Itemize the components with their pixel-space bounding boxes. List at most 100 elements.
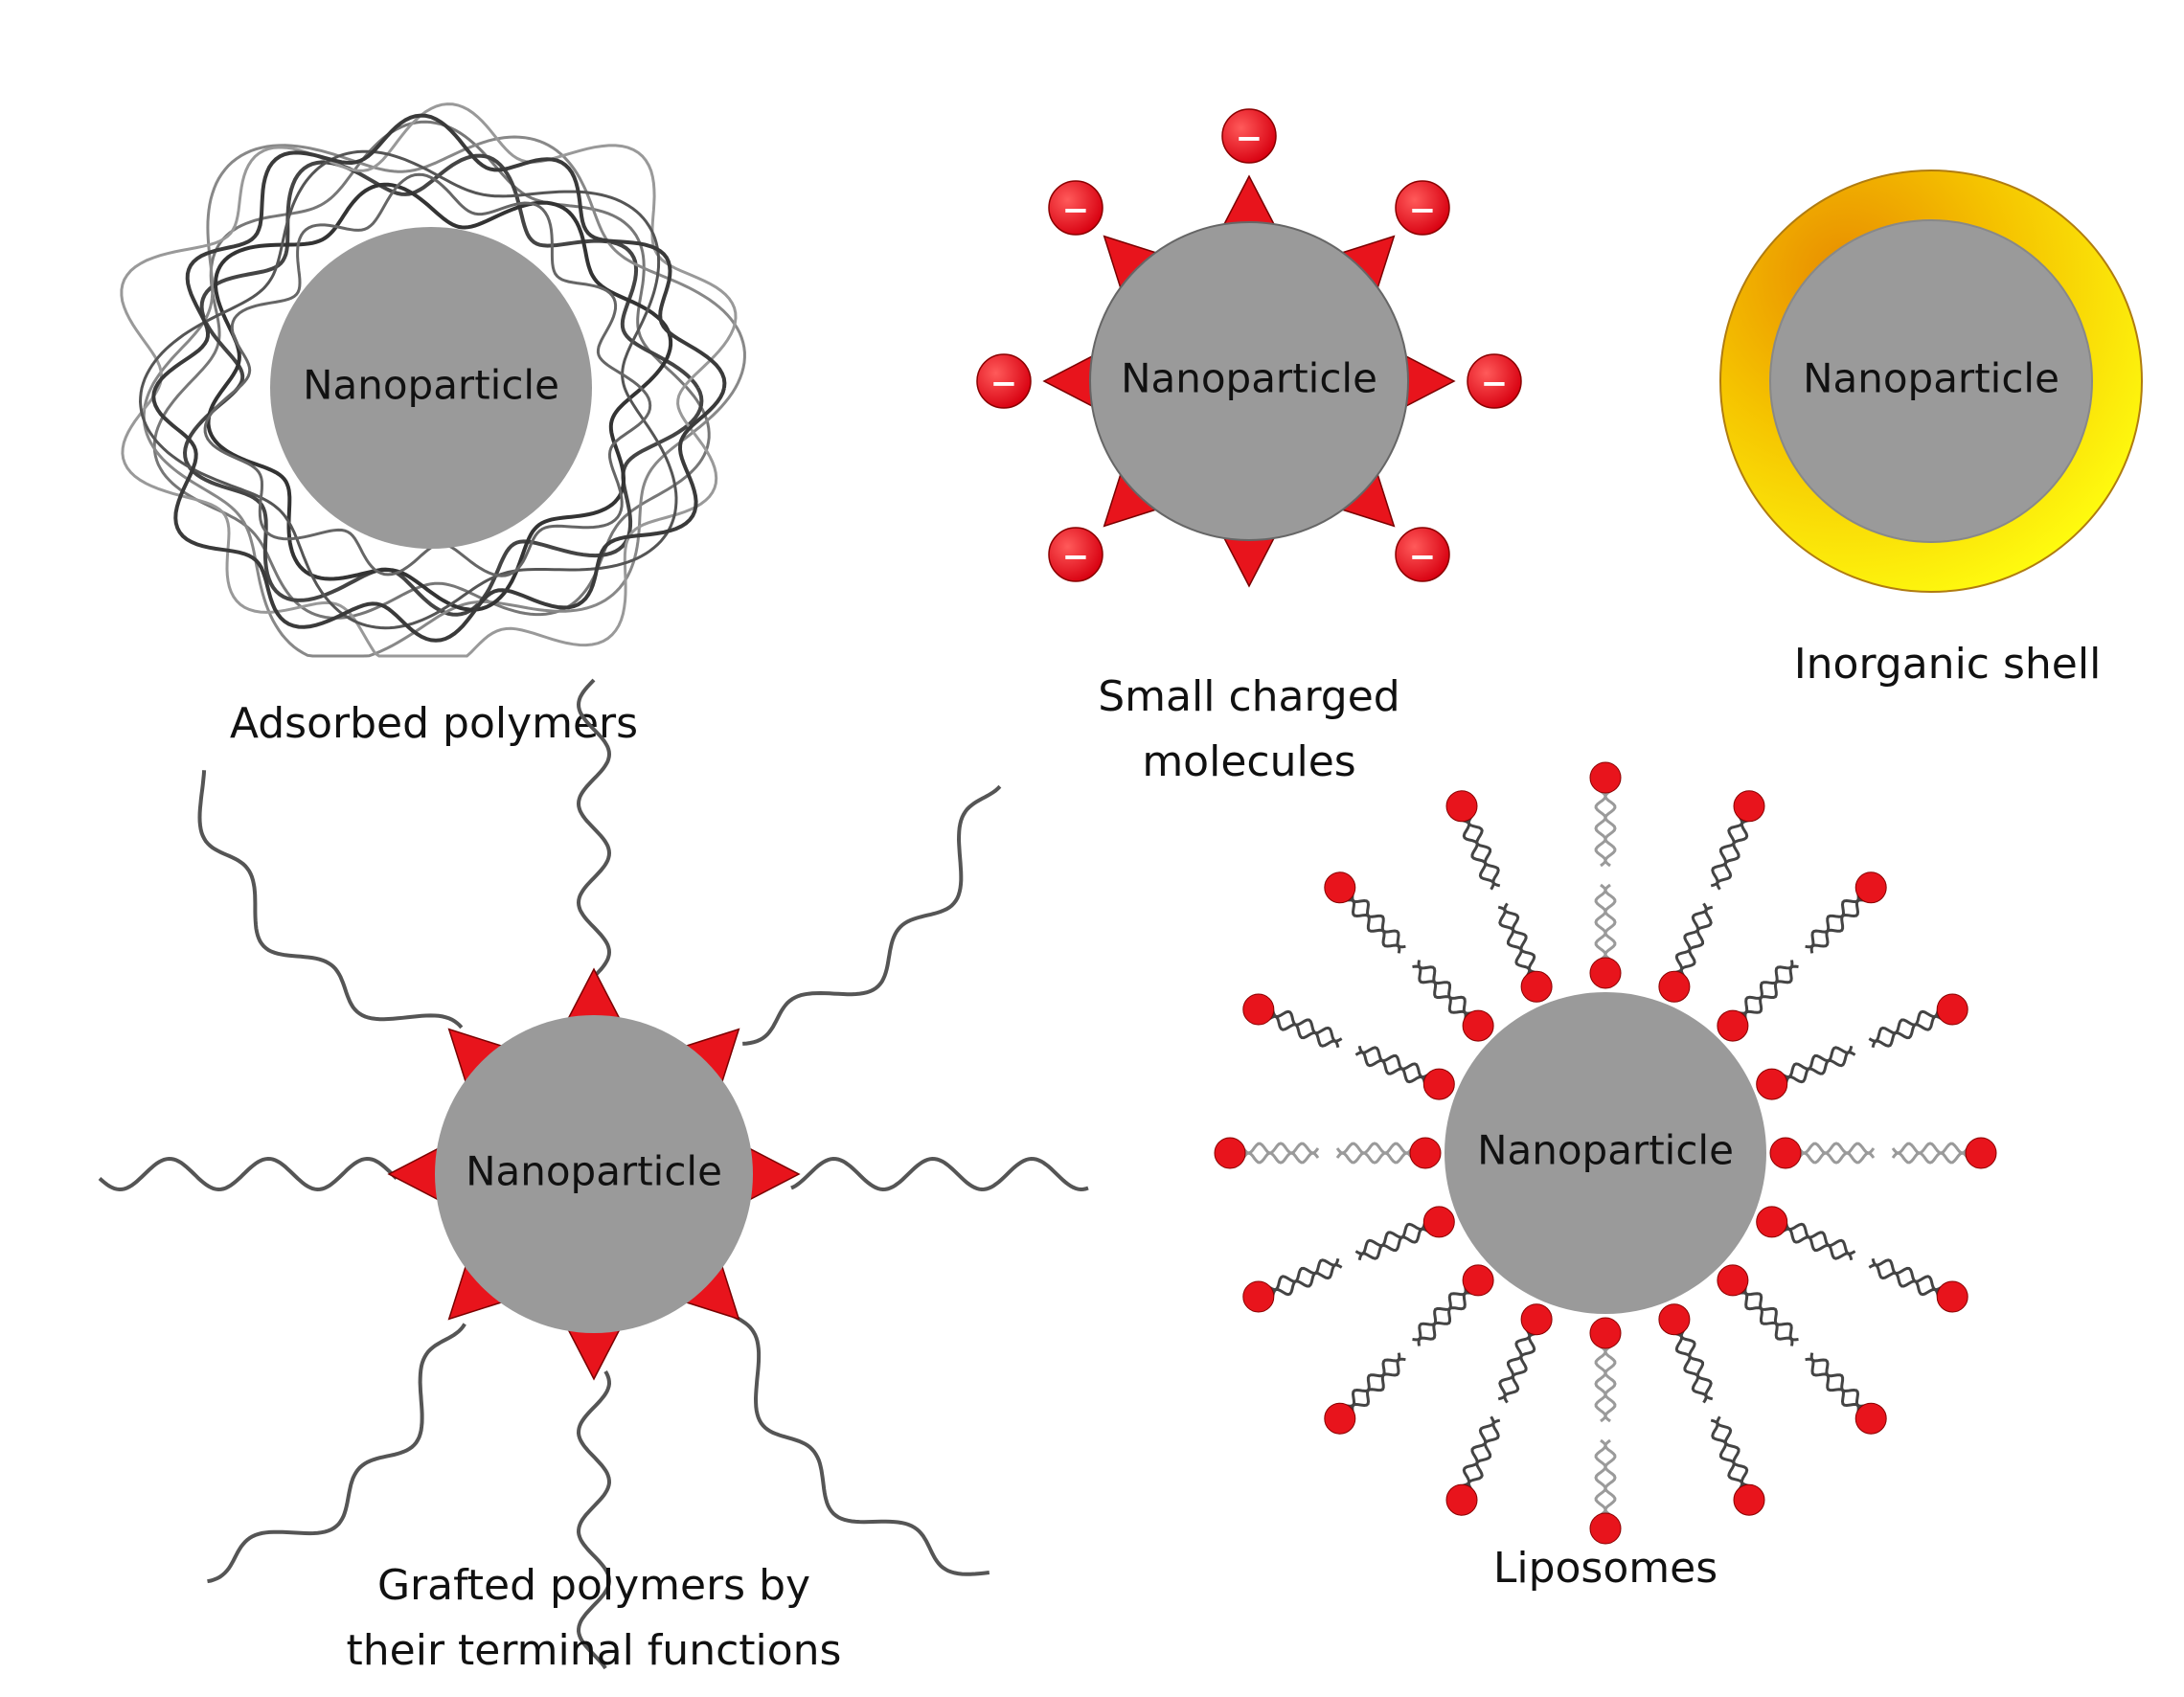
lipid-tail — [1710, 1418, 1744, 1490]
red-sphere-icon — [1409, 1137, 1442, 1169]
lipid-tail — [1781, 1045, 1854, 1079]
red-sphere-icon — [1048, 527, 1103, 582]
lipid-tail — [1805, 1357, 1860, 1413]
red-sphere-icon — [1717, 1009, 1749, 1042]
lipid-tail — [1268, 1257, 1340, 1292]
red-sphere-icon — [1445, 1483, 1478, 1516]
nanoparticle-core — [435, 1015, 753, 1333]
red-sphere-icon — [1589, 957, 1622, 989]
lipid-tail — [1351, 894, 1406, 949]
red-sphere-icon — [1324, 871, 1356, 904]
grafted-polymer-chain — [576, 678, 612, 979]
grafted-polymer-chain — [197, 770, 464, 1030]
lipid-tail — [1809, 1352, 1865, 1408]
polymer-chain — [138, 149, 678, 630]
lipid-tail — [1503, 1332, 1536, 1404]
polymer-chain — [120, 102, 738, 658]
nanoparticle-label: Nanoparticle — [1121, 355, 1377, 402]
grafted-polymer-chains — [98, 678, 1089, 1670]
caption-grafted-polymers: Grafted polymers by — [377, 1561, 810, 1610]
lipid-tail — [1351, 1357, 1406, 1413]
red-triangle-icon — [1220, 533, 1278, 588]
red-sphere-icon — [1733, 790, 1765, 823]
red-sphere-icon — [1520, 1303, 1553, 1336]
red-sphere-icon — [1658, 970, 1691, 1003]
lipid-tail — [1891, 1142, 1969, 1155]
red-triangle-icon — [565, 967, 623, 1022]
lipid-tail — [1781, 1227, 1854, 1261]
lipid-tail — [1241, 1151, 1320, 1165]
caption-liposomes: Liposomes — [1493, 1544, 1718, 1593]
grafted-polymer-chain — [742, 784, 1002, 1046]
lipid-tail — [1871, 1014, 1943, 1049]
nanoparticle-core — [1445, 992, 1766, 1314]
grafted-polymer-chain — [207, 1323, 466, 1584]
red-sphere-icon — [976, 353, 1032, 409]
red-sphere-icon — [1395, 527, 1450, 582]
red-sphere-icon — [1589, 1317, 1622, 1349]
lipid-tail — [1346, 1352, 1401, 1408]
lipid-tail — [1594, 883, 1607, 962]
lipid-tail — [1868, 1263, 1940, 1297]
red-sphere-icon — [1462, 1009, 1494, 1042]
red-triangle-icon — [387, 1145, 442, 1203]
panel-liposomes: Nanoparticle Liposomes — [1214, 761, 1997, 1593]
lipid-tail — [1604, 789, 1617, 868]
grafted-polymer-chain — [576, 1370, 612, 1670]
lipid-tail — [1716, 1415, 1749, 1487]
lipid-tail — [1739, 1291, 1794, 1346]
lipid-tail — [1503, 902, 1536, 974]
red-sphere-icon — [1756, 1068, 1788, 1100]
lipid-tail — [1271, 1009, 1343, 1043]
lipid-tail — [1268, 1014, 1340, 1049]
lipid-tail — [1354, 1051, 1426, 1084]
nanoparticle-label: Nanoparticle — [303, 362, 559, 409]
negative-charge-label: − — [1481, 365, 1509, 403]
lipid-tail — [1271, 1263, 1343, 1297]
negative-charge-label: − — [1409, 192, 1437, 230]
lipid-tail — [1805, 894, 1860, 949]
lipid-tail — [1467, 1418, 1501, 1490]
panel-adsorbed-polymers: Nanoparticle Adsorbed polymers — [120, 102, 746, 748]
lipid-tail — [1743, 964, 1799, 1020]
lipid-tail — [1604, 1345, 1617, 1423]
lipid-tail — [1716, 819, 1749, 891]
charged-ligands: −−−−−−− — [976, 108, 1522, 588]
lipid-tail — [1809, 898, 1865, 954]
caption-adsorbed-polymers: Adsorbed polymers — [230, 699, 638, 748]
red-sphere-icon — [1422, 1068, 1455, 1100]
red-sphere-icon — [1242, 993, 1275, 1026]
red-sphere-icon — [1769, 1137, 1802, 1169]
lipid-tail — [1871, 1257, 1943, 1292]
lipid-tail — [1739, 960, 1794, 1015]
nanoparticle-core — [1769, 219, 2093, 543]
nanoparticle-label: Nanoparticle — [466, 1148, 722, 1195]
lipid-tail — [1785, 1222, 1856, 1256]
polymer-chain — [151, 113, 727, 643]
lipid-tail — [1357, 1227, 1430, 1261]
polymer-chain — [203, 172, 652, 577]
red-sphere-icon — [1324, 1402, 1356, 1435]
lipid-tail — [1743, 1286, 1799, 1342]
caption-grafted-polymers-line2: their terminal functions — [347, 1626, 842, 1675]
red-sphere-icon — [1589, 761, 1622, 794]
lipid-tail — [1462, 1415, 1495, 1487]
lipid-tail — [1417, 1291, 1472, 1346]
lipid-tail — [1674, 1332, 1708, 1404]
lipid-tail — [1797, 1151, 1876, 1165]
lipid-tail — [1497, 1328, 1532, 1401]
nanoparticle-core — [1089, 221, 1409, 541]
lipid-tail — [1710, 816, 1744, 888]
red-sphere-icon — [1936, 1280, 1968, 1313]
lipid-tail — [1674, 902, 1708, 974]
lipid-tail — [1868, 1009, 1940, 1043]
red-sphere-icon — [1221, 108, 1277, 164]
red-sphere-icon — [1445, 790, 1478, 823]
red-sphere-icon — [1520, 970, 1553, 1003]
red-sphere-icon — [1717, 1264, 1749, 1297]
red-sphere-icon — [1467, 353, 1522, 409]
red-sphere-icon — [1756, 1206, 1788, 1238]
red-triangle-icon — [1220, 174, 1278, 229]
negative-charge-label: − — [1062, 538, 1090, 577]
